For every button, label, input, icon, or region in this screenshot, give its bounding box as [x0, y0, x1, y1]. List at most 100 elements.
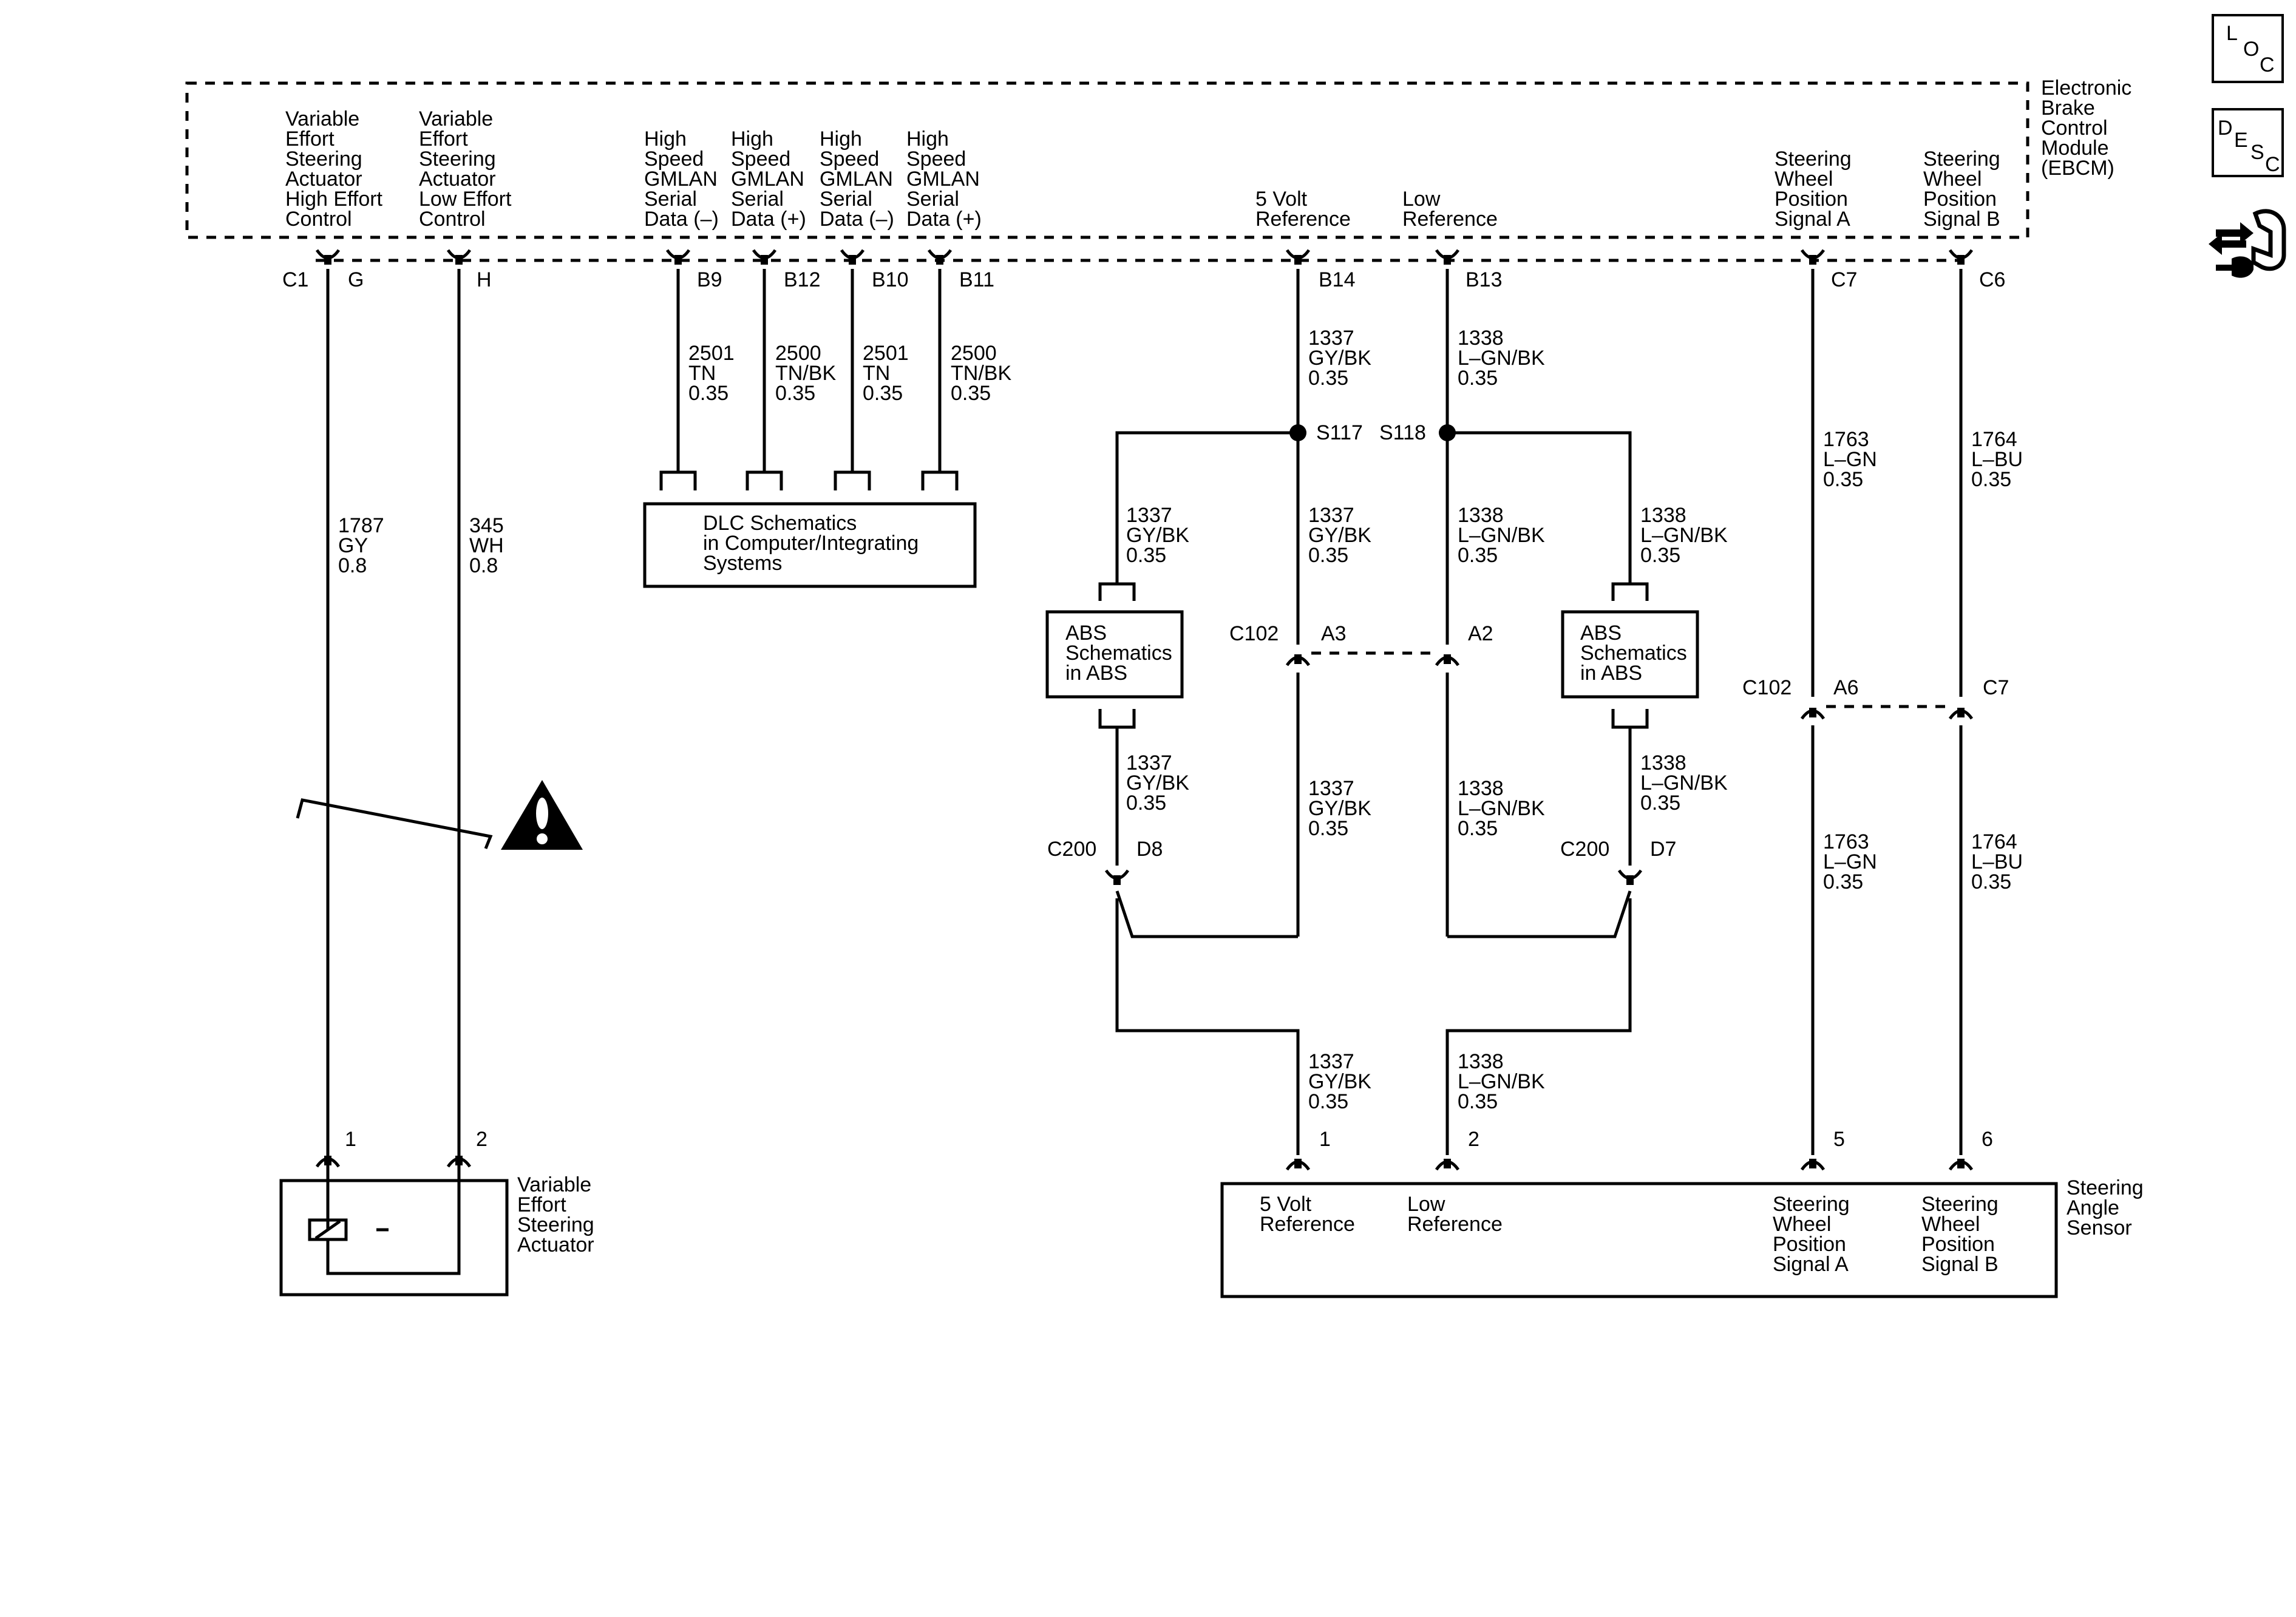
- desc-icon[interactable]: D E S C: [2212, 108, 2284, 177]
- svg-text:E: E: [2234, 129, 2248, 152]
- terminal-c102-a6: [1800, 708, 1826, 720]
- wire-1338-branch: [1447, 431, 1632, 584]
- ebcm-terminal-b9: [665, 249, 691, 265]
- ebcm-terminal-h: [446, 249, 472, 265]
- ebcm-pin-id-g: G: [348, 268, 364, 291]
- wire-1337-c200: [1115, 890, 1298, 938]
- svg-text:D: D: [2218, 117, 2233, 140]
- sensor-pin-1: 1: [1319, 1128, 1331, 1151]
- ebcm-pin-id-b12: B12: [784, 268, 821, 291]
- ebcm-terminals: [315, 249, 1974, 265]
- ebcm-terminal-g: [315, 249, 341, 265]
- sensor-pin-5: 5: [1833, 1128, 1845, 1151]
- ebcm-pin-id-c7: C7: [1831, 268, 1857, 291]
- tool-icon[interactable]: [2209, 209, 2286, 278]
- ebcm-terminal-c6: [1948, 249, 1974, 265]
- sensor-pin-2: 2: [1468, 1128, 1479, 1151]
- connector-a6-label: A6: [1833, 676, 1859, 699]
- connector-d8-label: D8: [1136, 838, 1163, 861]
- connector-c200-label-b: C200: [1560, 838, 1609, 861]
- terminal-c200-d8: [1104, 869, 1130, 885]
- svg-text:L: L: [2226, 22, 2238, 45]
- loc-icon[interactable]: L O C: [2212, 14, 2284, 83]
- solenoid-icon: [308, 1158, 461, 1275]
- wire-1338-sensor: [1445, 898, 1632, 1155]
- connector-c7-label: C7: [1983, 676, 2009, 699]
- svg-text:S: S: [2250, 141, 2264, 164]
- connector-c102-label-a: C102: [1229, 622, 1279, 645]
- connector-a3-label: A3: [1321, 622, 1347, 645]
- svg-text:C: C: [2265, 153, 2280, 176]
- ebcm-connector-c1: C1: [282, 268, 308, 291]
- terminal-c102-c7: [1948, 708, 1974, 720]
- warning-icon: [501, 780, 583, 850]
- ebcm-pin-id-b14: B14: [1319, 268, 1356, 291]
- terminal-sensor-1: [1285, 1159, 1311, 1171]
- ebcm-terminal-b14: [1285, 249, 1311, 265]
- svg-text:C: C: [2260, 53, 2275, 76]
- terminal-sensor-5: [1800, 1159, 1826, 1171]
- ebcm-terminal-b11: [927, 249, 953, 265]
- svg-text:O: O: [2243, 38, 2259, 61]
- ebcm-terminal-b13: [1435, 249, 1460, 265]
- ebcm-pin-id-b9: B9: [697, 268, 722, 291]
- sensor-pin-6: 6: [1982, 1128, 1993, 1151]
- ebcm-terminal-c7: [1800, 249, 1826, 265]
- actuator-pin-1: 1: [345, 1128, 356, 1151]
- wire-break-symbol: [296, 798, 493, 849]
- wires: [296, 269, 1963, 1158]
- splice-s118-dot: [1439, 424, 1456, 441]
- terminal-sensor-2: [1435, 1159, 1460, 1171]
- ebcm-pin-id-h: H: [477, 268, 492, 291]
- connector-c102-label-b: C102: [1742, 676, 1792, 699]
- splice-s117-label: S117: [1316, 421, 1363, 444]
- ebcm-outline: [185, 81, 2029, 239]
- ebcm-pin-id-c6: C6: [1979, 268, 2005, 291]
- ebcm-terminal-b10: [840, 249, 865, 265]
- ebcm-pin-id-b10: B10: [872, 268, 909, 291]
